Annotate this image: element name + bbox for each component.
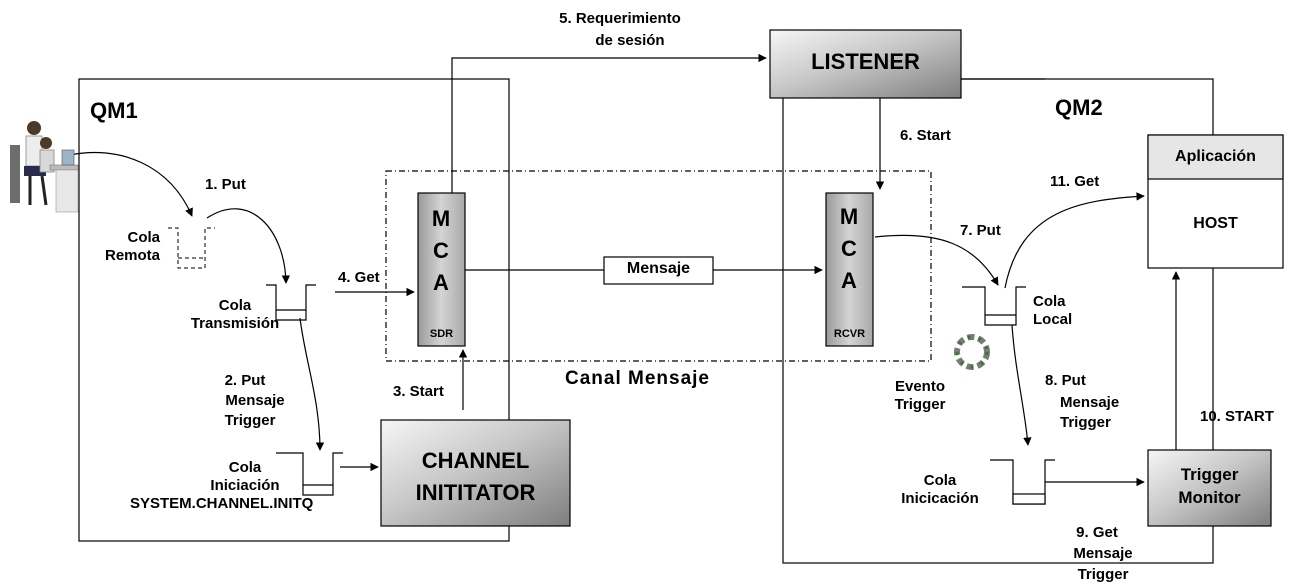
step-5-label-1: 5. Requerimiento [559, 10, 681, 27]
step-9-label-3: Trigger [1077, 566, 1129, 583]
step-8-label-3: Trigger [1060, 414, 1111, 431]
mensaje-label: Mensaje [626, 260, 691, 277]
listener-label: LISTENER [811, 49, 920, 74]
cola-iniciacion-qm1-label-1: Cola [228, 459, 262, 476]
cola-iniciacion-qm2-label-1: Cola [923, 472, 957, 489]
qm1-frame [78, 78, 510, 542]
cola-iniciacion-qm1-label-2: Iniciación [210, 477, 280, 494]
trigger-monitor-label-2: Monitor [1178, 488, 1241, 507]
step-6-label: 6. Start [900, 127, 951, 144]
mensaje-box [603, 256, 714, 285]
cola-local-label-1: Cola [1033, 293, 1066, 310]
evento-trigger-label-1: Evento [894, 378, 945, 395]
mca-receiver-c: C [841, 236, 857, 261]
channel-initiator-box [380, 419, 571, 527]
step-2-label-2: Mensaje [225, 392, 285, 409]
cola-iniciacion-qm1-label-3: SYSTEM.CHANNEL.INITQ [130, 495, 314, 512]
host-label: HOST [1193, 215, 1238, 232]
cola-iniciacion-qm2-label-2: Inicicación [901, 490, 979, 507]
step-4-label: 4. Get [338, 269, 380, 286]
step-3-label: 3. Start [393, 383, 444, 400]
step-5-label-2: de sesión [595, 32, 665, 49]
cola-transmision-label-2: Transmisión [190, 315, 280, 332]
queue-transmision-shape [266, 284, 316, 321]
mca-sender-m: M [431, 206, 451, 231]
aplicacion-header-bg [1147, 134, 1284, 180]
channel-initiator-label-1: CHANNEL [421, 448, 530, 473]
queue-local-shape [962, 286, 1026, 326]
mca-receiver-box [825, 192, 874, 347]
trigger-monitor-box [1147, 449, 1272, 527]
line-session-request [451, 53, 767, 193]
mca-receiver-a: A [841, 268, 857, 293]
evento-trigger-label-2: Trigger [894, 396, 946, 413]
listener-box [769, 29, 962, 99]
cola-local-label-2: Local [1033, 311, 1073, 328]
arrow-8-put [1011, 324, 1032, 446]
cola-remota-label-2: Remota [104, 247, 160, 264]
step-2-label-1: 2. Put [224, 372, 266, 389]
evento-trigger-icon [954, 334, 990, 370]
cola-transmision-label-1: Cola [218, 297, 252, 314]
step-7-label: 7. Put [960, 222, 1001, 239]
arrow-remote-to-transmission [206, 208, 291, 284]
step-10-label: 10. START [1200, 408, 1274, 425]
step-9-label-1: 9. Get [1076, 524, 1118, 541]
step-1-label: 1. Put [205, 176, 246, 193]
mca-sender-tag: SDR [429, 328, 454, 340]
mca-receiver-tag: RCVR [833, 328, 866, 340]
step-11-label: 11. Get [1050, 173, 1100, 190]
qm1-label: QM1 [90, 98, 138, 123]
channel-initiator-label-2: INITITATOR [415, 480, 536, 505]
mca-receiver-m: M [839, 204, 859, 229]
step-2-label-3: Trigger [224, 412, 276, 429]
canal-mensaje-region [385, 170, 932, 362]
mca-sender-a: A [433, 270, 449, 295]
step-8-label-1: 8. Put [1045, 372, 1086, 389]
queue-iniciacion-qm1-shape [276, 452, 343, 496]
queue-remota-shape [168, 227, 215, 269]
step-9-label-2: Mensaje [1073, 545, 1133, 562]
arrow-1-put [69, 151, 193, 217]
trigger-monitor-label-1: Trigger [1180, 465, 1239, 484]
mca-sender-box [417, 192, 466, 347]
user-icon [10, 121, 79, 213]
cola-remota-label-1: Cola [127, 229, 160, 246]
arrow-2-put [299, 317, 325, 451]
qm2-label: QM2 [1055, 95, 1103, 120]
step-8-label-2: Mensaje [1060, 394, 1120, 411]
canal-mensaje-label: Canal Mensaje [565, 368, 710, 389]
aplicacion-label: Aplicación [1175, 148, 1256, 165]
mca-sender-c: C [433, 238, 449, 263]
arrow-11-get [1004, 192, 1145, 289]
arrow-7-put [874, 234, 999, 286]
